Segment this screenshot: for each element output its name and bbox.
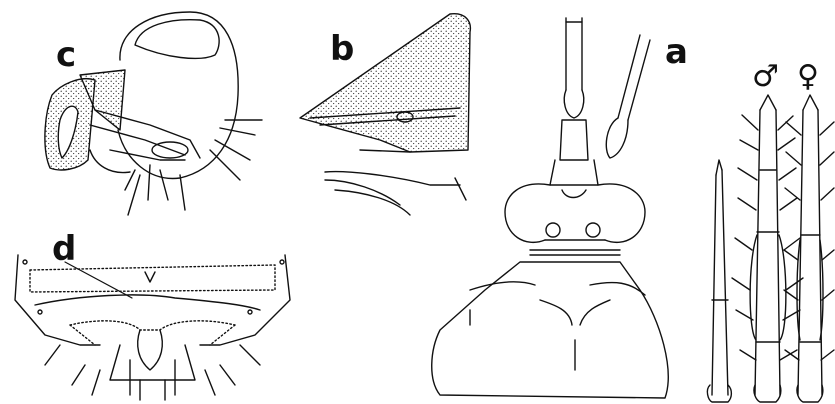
label-b: b [330,32,354,66]
label-c: c [56,38,76,72]
label-male-symbol: ♂ [752,62,779,92]
label-d: d [52,232,76,266]
figure-c-head-lateral [45,12,262,215]
figure-b-plate [300,14,470,215]
label-female-symbol: ♀ [797,62,819,92]
figure-d-terminalia [15,255,290,400]
antenna-drawings [707,95,834,402]
label-a: a [665,35,688,69]
